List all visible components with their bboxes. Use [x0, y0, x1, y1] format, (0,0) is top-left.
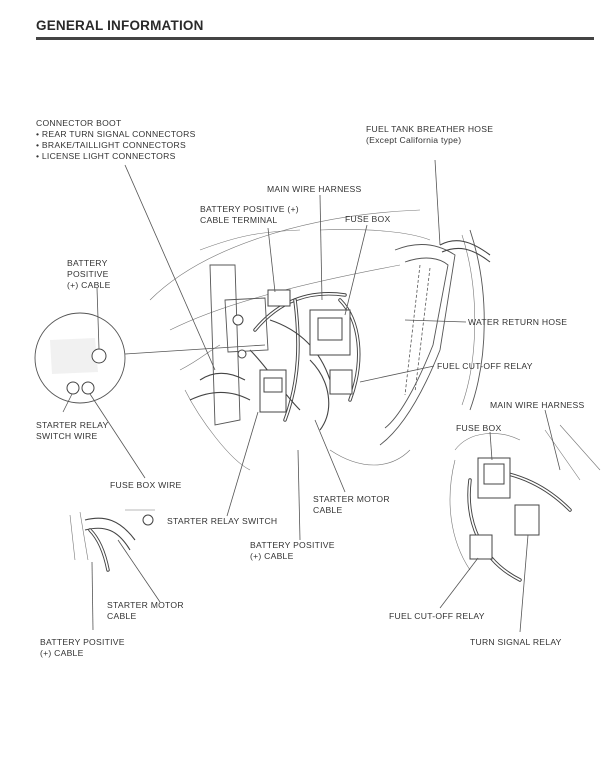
label-brake-taillight: • BRAKE/TAILLIGHT CONNECTORS [36, 140, 186, 150]
label-battery-pos-cable-2: POSITIVE [67, 269, 109, 279]
label-battery-pos-terminal-2: CABLE TERMINAL [200, 215, 278, 225]
label-starter-relay-switch: STARTER RELAY SWITCH [167, 516, 278, 526]
starter-relay-switch-cap [263, 377, 283, 393]
label-fuel-tank-breather-note: (Except California type) [366, 135, 462, 145]
fuel-cutoff-relay-shape [329, 369, 353, 395]
header-rule [36, 37, 594, 40]
label-license-light: • LICENSE LIGHT CONNECTORS [36, 151, 176, 161]
inset-relay-area [449, 424, 601, 582]
label-battery-pos-cable-mid: BATTERY POSITIVE [250, 540, 335, 550]
label-starter-motor-cable-inset-2: CABLE [107, 611, 137, 621]
label-main-wire-harness: MAIN WIRE HARNESS [267, 184, 362, 194]
label-battery-pos-cable: BATTERY [67, 258, 108, 268]
label-rear-turn-signal: • REAR TURN SIGNAL CONNECTORS [36, 129, 196, 139]
label-fuse-box-wire: FUSE BOX WIRE [110, 480, 182, 490]
leader-lines [62, 159, 561, 633]
inset-battery-circle [34, 312, 266, 404]
label-fuse-box: FUSE BOX [345, 214, 391, 224]
harness-bundle [189, 292, 361, 431]
label-starter-motor-cable-inset: STARTER MOTOR [107, 600, 184, 610]
label-starter-motor-cable: STARTER MOTOR [313, 494, 390, 504]
bolt-1 [232, 314, 244, 326]
bolt-2 [237, 349, 247, 359]
label-battery-pos-cable-mid-2: (+) CABLE [250, 551, 294, 561]
battery-terminal-shape [267, 289, 291, 307]
label-connector-boot: CONNECTOR BOOT [36, 118, 122, 128]
page-title: GENERAL INFORMATION [36, 18, 204, 33]
label-turn-signal-relay: TURN SIGNAL RELAY [470, 637, 562, 647]
label-starter-relay-switch-wire-2: SWITCH WIRE [36, 431, 98, 441]
label-battery-pos-cable-3: (+) CABLE [67, 280, 111, 290]
label-fuel-cutoff-relay: FUEL CUT-OFF RELAY [437, 361, 533, 371]
label-battery-pos-cable-bottom-2: (+) CABLE [40, 648, 84, 658]
label-main-wire-harness-2: MAIN WIRE HARNESS [490, 400, 585, 410]
label-fuse-box-2: FUSE BOX [456, 423, 502, 433]
fuse-box-lid [317, 317, 343, 341]
label-fuel-cutoff-relay-2: FUEL CUT-OFF RELAY [389, 611, 485, 621]
label-starter-motor-cable-2: CABLE [313, 505, 343, 515]
label-starter-relay-switch-wire: STARTER RELAY [36, 420, 109, 430]
label-water-return-hose: WATER RETURN HOSE [468, 317, 568, 327]
inset-starter-cable [69, 509, 155, 572]
frame-outline [149, 209, 431, 471]
label-fuel-tank-breather: FUEL TANK BREATHER HOSE [366, 124, 494, 134]
side-panel [379, 229, 491, 446]
label-battery-pos-terminal: BATTERY POSITIVE (+) [200, 204, 299, 214]
battery-box [224, 297, 269, 353]
label-battery-pos-cable-bottom: BATTERY POSITIVE [40, 637, 125, 647]
